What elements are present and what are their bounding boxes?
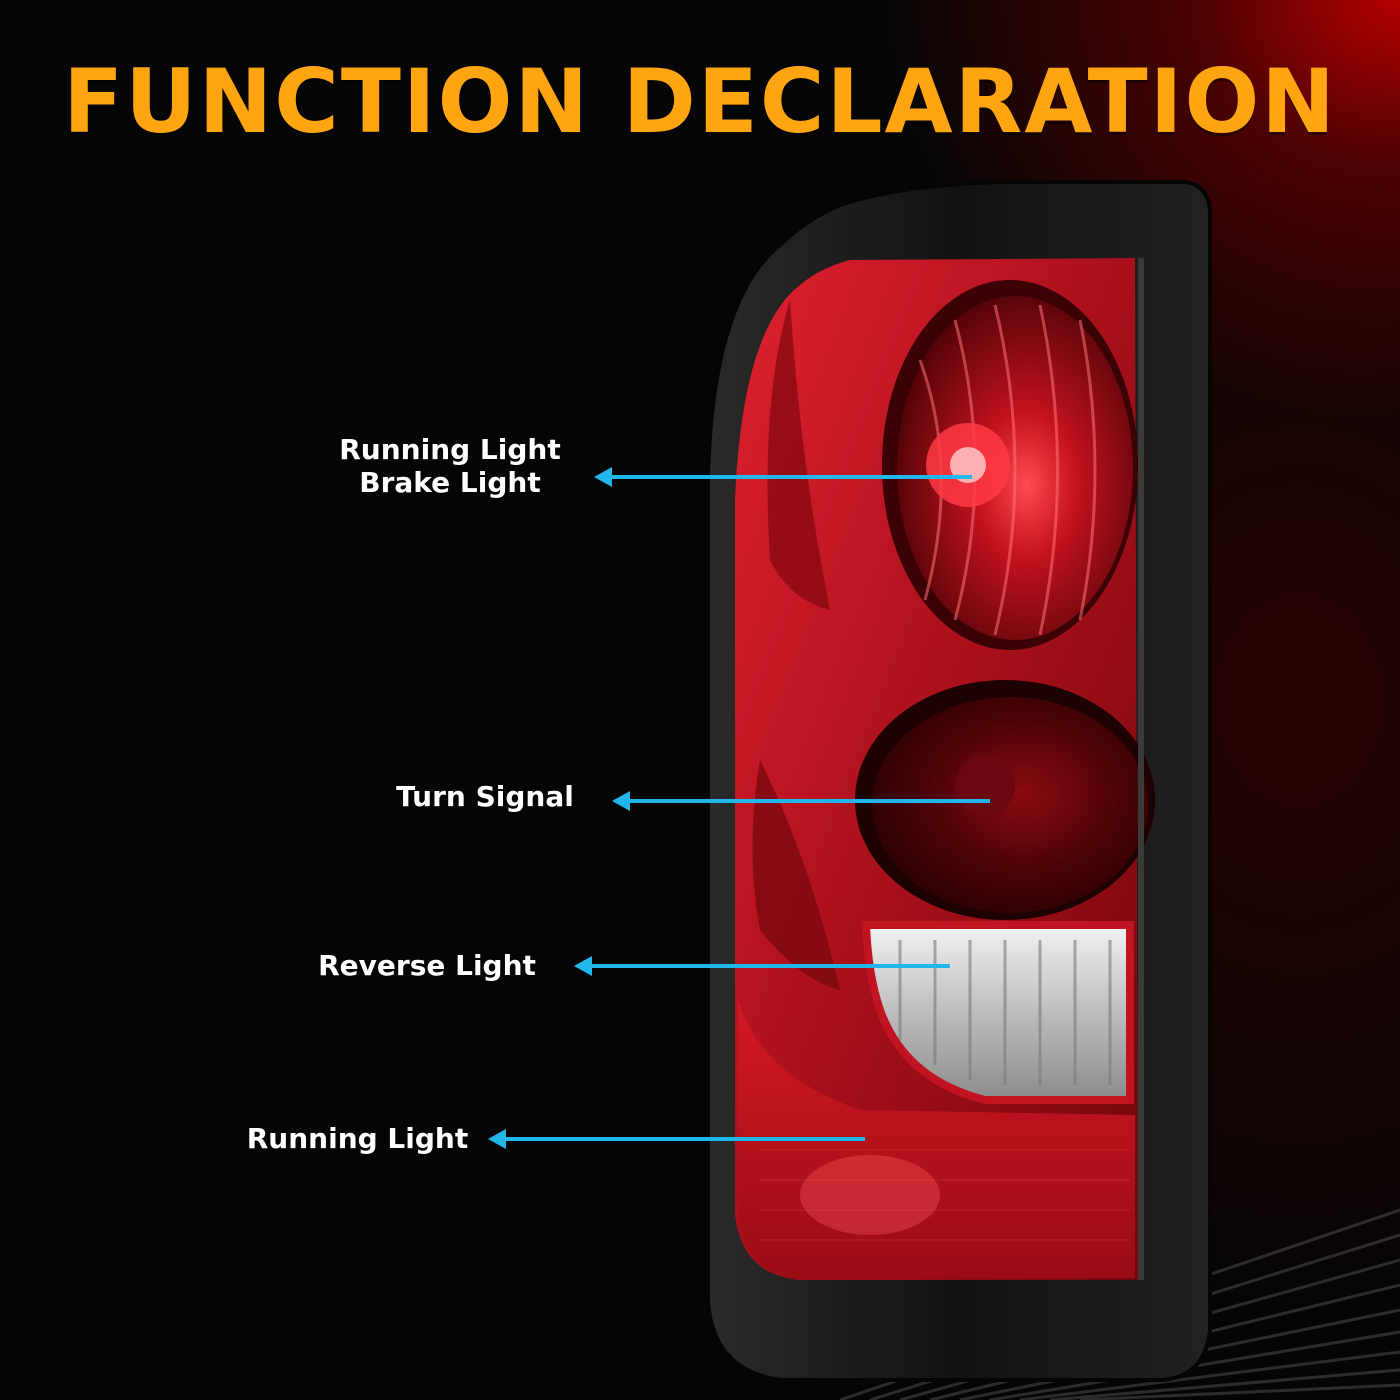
callout-line: Running Light <box>246 1122 469 1155</box>
callout-line: Turn Signal <box>396 780 574 813</box>
callout-line: Running Light <box>339 433 561 466</box>
callout-line: Brake Light <box>359 466 541 499</box>
callout-running-light: Running Light <box>240 1122 475 1155</box>
callout-running-brake: Running Light Brake Light <box>330 433 570 499</box>
callout-line: Reverse Light <box>318 949 536 982</box>
callout-turn-signal: Turn Signal <box>385 780 585 813</box>
callout-reverse-light: Reverse Light <box>312 949 542 982</box>
page-title: FUNCTION DECLARATION <box>63 50 1337 153</box>
